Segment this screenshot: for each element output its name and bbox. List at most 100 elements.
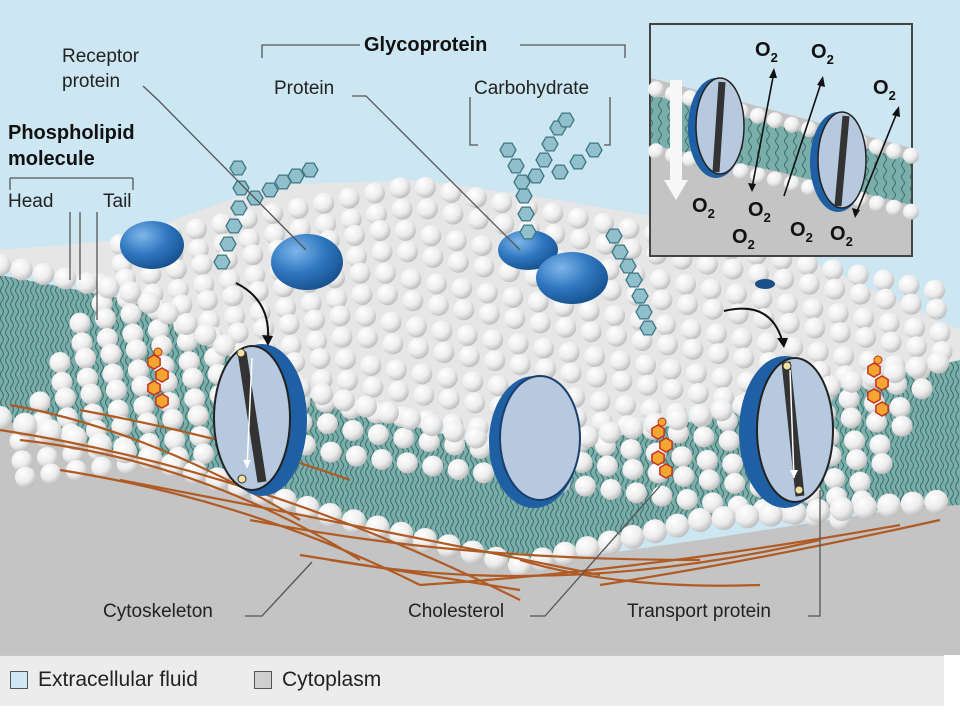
phospholipid-head xyxy=(175,313,198,335)
phospholipid-head xyxy=(0,254,11,276)
sugar-unit xyxy=(639,320,657,336)
membrane-protein-small xyxy=(755,279,775,289)
phospholipid-head xyxy=(309,348,331,369)
phospholipid-head xyxy=(369,220,391,241)
phospholipid-head xyxy=(162,408,184,430)
phospholipid-head xyxy=(866,411,888,433)
phospholipid-head xyxy=(622,458,644,480)
cholesterol-label: Cholesterol xyxy=(408,601,504,622)
phospholipid-head xyxy=(326,288,348,310)
phospholipid-head xyxy=(385,359,407,381)
phospholipid-head xyxy=(447,251,469,273)
phospholipid-head xyxy=(869,434,891,456)
sugar-unit xyxy=(229,160,247,176)
phospholipid-head xyxy=(493,213,515,235)
phospholipid-head xyxy=(366,203,388,225)
phospholipid-head xyxy=(696,253,718,275)
phospholipid-head xyxy=(367,424,389,446)
transport-arrow-left xyxy=(235,282,270,339)
phospholipid-head xyxy=(782,336,804,358)
receptor-protein-label-line2: protein xyxy=(62,71,120,92)
phospholipid-head xyxy=(891,415,913,437)
phospholipid-head xyxy=(94,308,116,330)
sugar-unit xyxy=(625,272,643,288)
phospholipid-head xyxy=(54,267,76,290)
sugar-unit xyxy=(535,152,553,168)
phospholipid-head xyxy=(722,258,744,280)
sugar-unit xyxy=(541,136,559,152)
phospholipid-head xyxy=(471,235,493,257)
phospholipid-head xyxy=(833,346,855,368)
phospholipid-head xyxy=(553,541,577,566)
sugar-unit xyxy=(225,218,243,234)
phospholipid-head xyxy=(91,456,113,478)
phospholipid-head xyxy=(342,419,364,441)
phospholipid-head xyxy=(680,318,702,340)
phospholipid-head xyxy=(389,177,411,199)
phospholipid-head xyxy=(433,342,455,364)
phospholipid-head xyxy=(387,381,409,403)
phospholipid-head xyxy=(131,375,153,397)
phospholipid-head xyxy=(362,376,384,398)
cholesterol-ring xyxy=(867,362,881,378)
phospholipid-head xyxy=(853,495,878,520)
cytoplasm-swatch xyxy=(254,671,272,689)
phospholipid-head xyxy=(354,305,376,327)
phospholipid-head xyxy=(580,321,602,343)
phospholipid-head xyxy=(465,187,487,209)
phospholipid-head xyxy=(80,383,102,405)
phospholipid-head xyxy=(666,408,689,431)
phospholipid-head xyxy=(687,382,709,404)
phospholipid-head xyxy=(76,367,98,389)
receptor-protein xyxy=(120,221,184,269)
phospholipid-head xyxy=(829,322,851,344)
phospholipid-head xyxy=(753,308,775,330)
phospholipid-head xyxy=(420,225,442,247)
cholesterol-ring xyxy=(147,380,161,396)
phospholipid-head xyxy=(440,181,462,203)
phospholipid-head xyxy=(722,453,744,475)
inset-head xyxy=(767,171,783,188)
phospholipid-head xyxy=(329,305,351,327)
glycoprotein-protein xyxy=(498,230,558,270)
phospholipid-head xyxy=(338,187,360,209)
sugar-unit xyxy=(585,142,603,158)
phospholipid-head xyxy=(578,300,600,322)
cytoskeleton-label: Cytoskeleton xyxy=(103,601,213,622)
phospholipid-head xyxy=(340,208,362,230)
phospholipid-head xyxy=(776,293,798,315)
receptor-protein-label-line1: Receptor xyxy=(62,46,140,67)
phospholipid-head xyxy=(636,374,658,396)
phospholipid-head xyxy=(371,241,393,263)
transport-protein-right xyxy=(739,356,834,508)
phospholipid-head xyxy=(844,430,866,452)
phospholipid-head xyxy=(682,338,704,360)
phospholipid-head xyxy=(304,309,326,331)
phospholipid-head xyxy=(394,219,416,241)
phospholipid-head xyxy=(840,407,862,429)
phospholipid-head xyxy=(871,453,893,474)
phospholipid-head xyxy=(504,308,526,330)
phospholipid-head xyxy=(527,291,549,313)
phospholipid-head xyxy=(127,359,149,381)
phospholipid-head xyxy=(584,346,606,368)
phospholipid-head xyxy=(0,406,12,430)
phospholipid-head xyxy=(600,479,622,500)
phospholipid-head xyxy=(346,246,368,268)
phospholipid-head xyxy=(482,329,504,351)
phospholipid-head xyxy=(620,524,645,549)
phospholipid-head xyxy=(906,336,928,358)
cholesterol-ring xyxy=(875,401,889,417)
phospholipid-head xyxy=(838,388,860,410)
phospholipid-head xyxy=(487,375,509,397)
extracellular-swatch xyxy=(10,671,28,689)
sugar-unit xyxy=(611,244,629,260)
phospholipid-head xyxy=(589,391,611,412)
glycoprotein-label: Glycoprotein xyxy=(364,34,487,56)
phospholipid-head xyxy=(133,395,155,417)
phospholipid-head xyxy=(478,303,500,325)
phospholipid-head xyxy=(396,452,418,474)
phospholipid-head xyxy=(662,378,684,400)
